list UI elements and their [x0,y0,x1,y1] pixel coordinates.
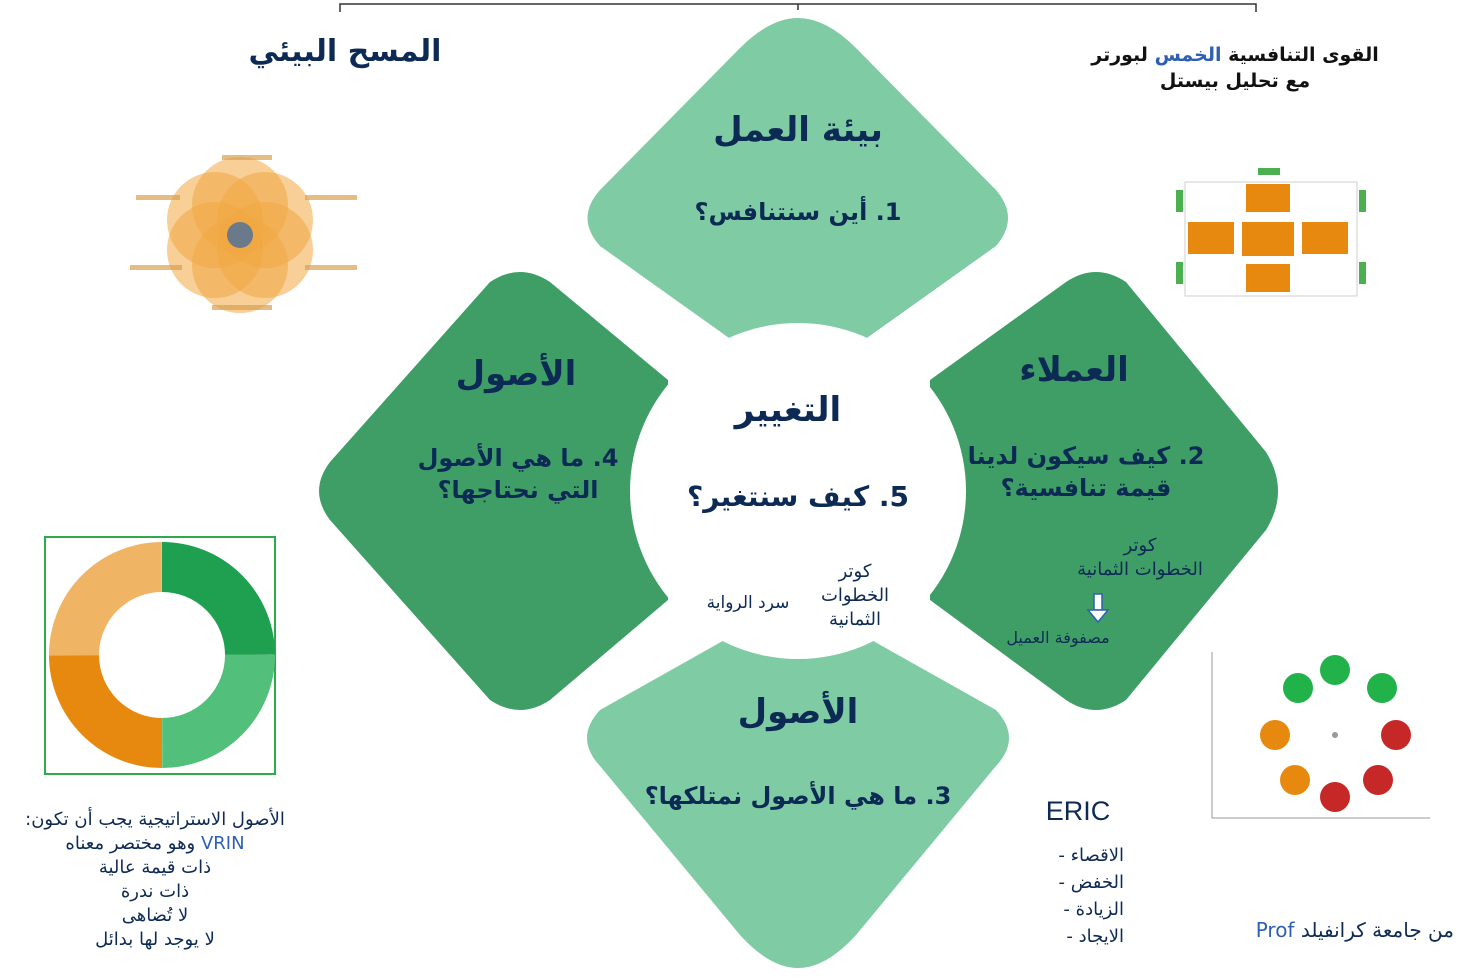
eric-item-2: الخفض - [1058,872,1124,893]
eric-item-1: الاقصاء - [1058,845,1124,866]
eric-item-4: الايجاد - [1066,926,1124,947]
credit-note: Prof من جامعة كرانفيلد [1210,918,1454,942]
top-diamond-question: 1. أين سنتنافس؟ [694,198,902,226]
right-kotter-line1: كوتر [1123,535,1157,556]
vrin-line3: ذات قيمة عالية [98,857,212,878]
porter-five-forces-illustration [1176,168,1366,297]
porter-subtitle: مع تحليل بيستل [1159,70,1311,92]
left-question-line2: التي نحتاجها؟ [437,476,599,504]
right-kotter-line2: الخطوات الثمانية [1077,559,1203,580]
credit-prefix: Prof [1255,918,1295,942]
vrin-line5: لا تُضاهى [121,905,189,926]
environmental-scan-title: المسح البيئي [248,34,442,69]
center-kotter-line3: الثمانية [829,609,881,630]
left-diamond-question: 4. ما هي الأصول التي نحتاجها؟ [398,442,638,506]
eric-list: الاقصاء - الخفض - الزيادة - الايجاد - [1020,842,1124,950]
right-question-line1: 2. كيف سيكون لدينا [967,442,1205,470]
right-diamond-question: 2. كيف سيكون لدينا قيمة تنافسية؟ [956,440,1216,504]
eric-item-3: الزيادة - [1063,899,1124,920]
right-diamond-shape [930,272,1278,710]
center-kotter-line2: الخطوات [820,585,890,606]
credit-rest: من جامعة كرانفيلد [1294,918,1454,942]
porter-title-post: لبورتر [1091,44,1155,66]
right-question-line2: قيمة تنافسية؟ [1000,474,1172,502]
pestel-venn-illustration [130,155,357,313]
right-diamond-title: العملاء [1019,350,1129,390]
left-diamond-shape [319,272,668,710]
bottom-diamond-shape [587,620,1009,968]
porter-title-pre: القوى التنافسية [1221,44,1379,66]
center-circle [630,323,966,659]
vrin-line2-rest: وهو مختصر معناه [65,833,201,854]
cycle-ring-illustration [44,536,276,775]
eric-title: ERIC [1045,796,1111,826]
customer-matrix-label: مصفوفة العميل [1006,628,1110,647]
center-kotter-note: كوتر الخطوات الثمانية [800,560,910,632]
porter-title: القوى التنافسية الخمس لبورتر [1080,44,1390,66]
top-diamond-title: بيئة العمل [713,110,883,150]
vrin-line2: VRIN وهو مختصر معناه [0,832,310,856]
vrin-line1: الأصول الاستراتيجية يجب أن تكون: [25,809,285,830]
center-title: التغيير [734,390,842,430]
bottom-diamond-title: الأصول [737,692,859,732]
storytelling-label: سرد الرواية [706,593,790,613]
bottom-diamond-question: 3. ما هي الأصول نمتلكها؟ [644,782,952,810]
vrin-line4: ذات ندرة [120,881,190,902]
top-diamond-shape [587,18,1008,360]
porter-title-accent: الخمس [1154,44,1222,66]
center-question: 5. كيف سنتغير؟ [687,480,909,513]
customer-matrix-illustration [1211,652,1430,819]
right-kotter-note: كوتر الخطوات الثمانية [1048,534,1232,582]
vrin-note: الأصول الاستراتيجية يجب أن تكون: VRIN وه… [0,808,310,952]
left-question-line1: 4. ما هي الأصول [417,444,619,472]
center-kotter-line1: كوتر [838,561,872,582]
vrin-line6: لا يوجد لها بدائل [95,929,215,950]
vrin-acronym: VRIN [200,833,245,854]
down-arrow-icon [1086,593,1110,624]
left-diamond-title: الأصول [455,354,577,394]
top-bracket [339,3,1257,12]
